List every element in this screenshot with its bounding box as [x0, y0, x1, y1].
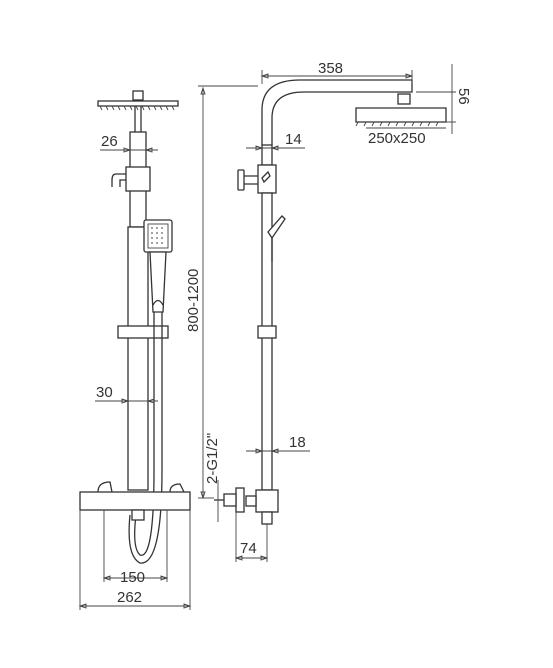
dim-262-label: 262	[117, 589, 142, 606]
dim-14-label: 14	[285, 131, 302, 148]
front-hand-shower	[143, 219, 173, 313]
front-rain-head	[97, 90, 179, 132]
front-view	[79, 90, 191, 564]
dim-74-label: 74	[240, 540, 257, 557]
dim-head-size: 250x250	[366, 127, 446, 147]
dim-250x250-label: 250x250	[368, 130, 426, 147]
side-slide-bar	[261, 192, 273, 491]
dim-pipe-offset-top: 14	[246, 131, 305, 151]
dim-head-height: 56	[416, 64, 472, 134]
dim-800-1200-label: 800-1200	[185, 269, 202, 332]
dim-pipe-diameter-top: 26	[100, 133, 158, 153]
dim-inlet-thread-label: 2-G1/2"	[204, 433, 221, 484]
dim-150-label: 150	[120, 569, 145, 586]
dim-mixer-width: 262	[78, 510, 192, 610]
side-diverter	[237, 164, 277, 194]
side-holder	[257, 325, 277, 339]
dim-inlet-spacing: 150	[102, 510, 169, 586]
side-view	[214, 79, 447, 525]
dim-56-label: 56	[455, 88, 472, 105]
dim-18-label: 18	[289, 434, 306, 451]
dim-358-label: 358	[318, 60, 343, 77]
front-holder-bracket	[117, 325, 169, 339]
side-rain-head	[355, 93, 447, 127]
side-mixer	[214, 487, 279, 525]
dim-26-label: 26	[101, 133, 118, 150]
front-mixer-body	[79, 481, 191, 521]
dim-height-range: 800-1200	[185, 85, 258, 500]
dim-pipe-diameter-mid: 30	[95, 384, 158, 404]
dim-pipe-diameter-lower: 18	[246, 434, 310, 454]
front-diverter-knob	[111, 166, 151, 192]
dim-inlet-depth: 74	[234, 512, 269, 562]
dim-head-to-arm: 358	[260, 60, 414, 84]
dim-inlet-thread: 2-G1/2"	[204, 433, 221, 522]
side-shower-arm	[261, 79, 413, 145]
dim-30-label: 30	[96, 384, 113, 401]
side-hand-shower	[267, 215, 286, 240]
front-slide-bar	[127, 226, 149, 491]
